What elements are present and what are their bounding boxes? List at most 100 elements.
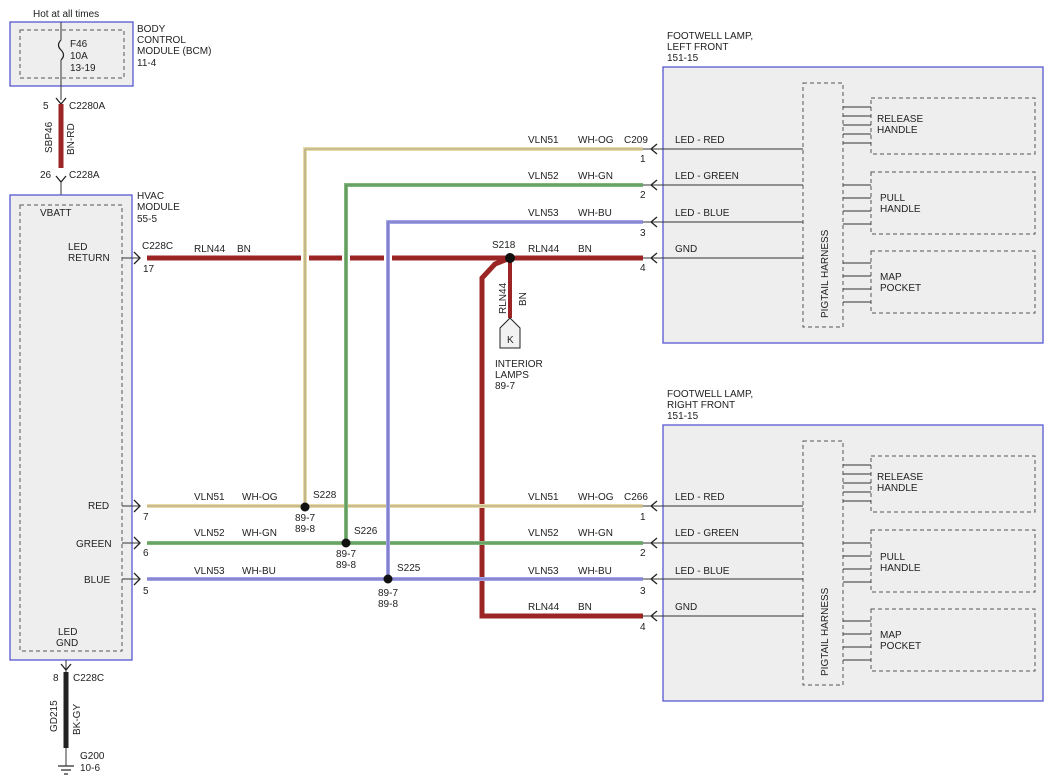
right-release-2: HANDLE	[877, 483, 918, 494]
interior-connector	[499, 317, 521, 349]
label-whbu-top: WH-BU	[578, 208, 612, 219]
wire-vln51-top	[303, 147, 643, 507]
left-map-pocket	[870, 250, 1036, 314]
label-bn-b: BN	[578, 244, 592, 255]
left-release-1: RELEASE	[877, 114, 923, 125]
splice-s228: S228	[313, 490, 337, 501]
bcm-title-3: MODULE (BCM)	[137, 46, 211, 57]
left-pull-1: PULL	[880, 193, 905, 204]
hvac-pin-return: 17	[143, 264, 155, 275]
right-pigtail-harness	[802, 440, 844, 686]
splice-s225-ref2: 89-8	[378, 599, 398, 610]
left-title-2: LEFT FRONT	[667, 42, 728, 53]
hvac-pin-blue: 5	[143, 586, 149, 597]
left-release-2: HANDLE	[877, 125, 918, 136]
bcm-title-1: BODY	[137, 24, 166, 35]
left-harness-label: PIGTAIL HARNESS	[820, 229, 831, 318]
left-map-2: POCKET	[880, 283, 921, 294]
ground-color: BK-GY	[72, 704, 83, 735]
left-label-gnd: GND	[675, 244, 697, 255]
hvac-led-return-2: RETURN	[68, 253, 110, 264]
right-map-1: MAP	[880, 630, 902, 641]
hvac-blue: BLUE	[84, 575, 110, 586]
splice-s228-ref1: 89-7	[295, 513, 315, 524]
interior-ref: 89-7	[495, 381, 515, 392]
splice-s225-ref1: 89-7	[378, 588, 398, 599]
label-whbu-b1: WH-BU	[242, 566, 276, 577]
ground-ref: 10-6	[80, 763, 100, 774]
ground-name: G200	[80, 751, 105, 762]
bcm-inner	[19, 29, 125, 79]
bcm-title-ref: 11-4	[137, 58, 157, 69]
hvac-pin-gnd: 8	[53, 673, 59, 684]
hvac-led-return-1: LED	[68, 242, 87, 253]
splice-s225: S225	[397, 563, 421, 574]
label-vln51-b1: VLN51	[194, 492, 225, 503]
right-conn: C266	[624, 492, 648, 503]
splice-s218: S218	[492, 240, 516, 251]
right-harness-leads	[843, 464, 871, 661]
hvac-green: GREEN	[76, 539, 112, 550]
label-whgn-b2: WH-GN	[578, 528, 613, 539]
label-vln53-b2: VLN53	[528, 566, 559, 577]
label-rln44-a: RLN44	[194, 244, 226, 255]
bcm-conn-out: C2280A	[69, 101, 105, 112]
interior-connector-label: K	[507, 335, 514, 346]
left-pin-2: 2	[640, 190, 646, 201]
label-bn-c: BN	[578, 602, 592, 613]
bcm-hot-label: Hot at all times	[33, 9, 99, 20]
right-pin-1: 1	[640, 512, 646, 523]
hvac-led-gnd-2: GND	[56, 638, 78, 649]
ground-icon	[58, 765, 74, 775]
right-label-green: LED - GREEN	[675, 528, 739, 539]
left-pin-1: 1	[640, 154, 646, 165]
left-harness-leads	[843, 106, 871, 303]
hvac-red: RED	[88, 501, 109, 512]
left-label-red: LED - RED	[675, 135, 724, 146]
right-pin-2: 2	[640, 548, 646, 559]
left-label-blue: LED - BLUE	[675, 208, 730, 219]
label-vln51-b2: VLN51	[528, 492, 559, 503]
left-pull-2: HANDLE	[880, 204, 921, 215]
hvac-title-1: HVAC	[137, 191, 164, 202]
hvac-pin-in: 26	[40, 170, 52, 181]
splice-s225-dot	[383, 574, 393, 584]
hvac-title-2: MODULE	[137, 202, 180, 213]
hvac-title-ref: 55-5	[137, 214, 157, 225]
hvac-pin-red: 7	[143, 512, 149, 523]
left-release-handle	[870, 97, 1036, 155]
right-title-1: FOOTWELL LAMP,	[667, 389, 753, 400]
label-whog-b1: WH-OG	[242, 492, 278, 503]
right-harness-label: PIGTAIL HARNESS	[820, 587, 831, 676]
right-pin-3: 3	[640, 586, 646, 597]
hvac-led-gnd-1: LED	[58, 627, 77, 638]
label-bn-vert: BN	[518, 292, 529, 306]
label-whbu-b2: WH-BU	[578, 566, 612, 577]
fuse-ref: 13-19	[70, 63, 96, 74]
label-rln44-c: RLN44	[528, 602, 560, 613]
fuse-amp: 10A	[70, 51, 88, 62]
hvac-conn-top: C228C	[142, 241, 173, 252]
label-vln53-b1: VLN53	[194, 566, 225, 577]
label-vln52-top: VLN52	[528, 171, 559, 182]
right-pull-1: PULL	[880, 552, 905, 563]
right-title-ref: 151-15	[667, 411, 699, 422]
right-pin-4: 4	[640, 622, 646, 633]
label-whog-b2: WH-OG	[578, 492, 614, 503]
splice-s226-ref2: 89-8	[336, 560, 356, 571]
interior-l2: LAMPS	[495, 370, 529, 381]
left-pigtail-harness	[802, 82, 844, 328]
bcm-pin-out: 5	[43, 101, 49, 112]
wire-rln44-bottom	[479, 255, 643, 619]
right-label-blue: LED - BLUE	[675, 566, 730, 577]
label-whog-top: WH-OG	[578, 135, 614, 146]
right-release-1: RELEASE	[877, 472, 923, 483]
label-vln52-b2: VLN52	[528, 528, 559, 539]
left-pull-handle	[870, 171, 1036, 235]
wire-sbp46-color: BN-RD	[66, 123, 77, 155]
label-bn-a: BN	[237, 244, 251, 255]
hvac-conn-in: C228A	[69, 170, 100, 181]
wire-sbp46-name: SBP46	[44, 121, 55, 153]
